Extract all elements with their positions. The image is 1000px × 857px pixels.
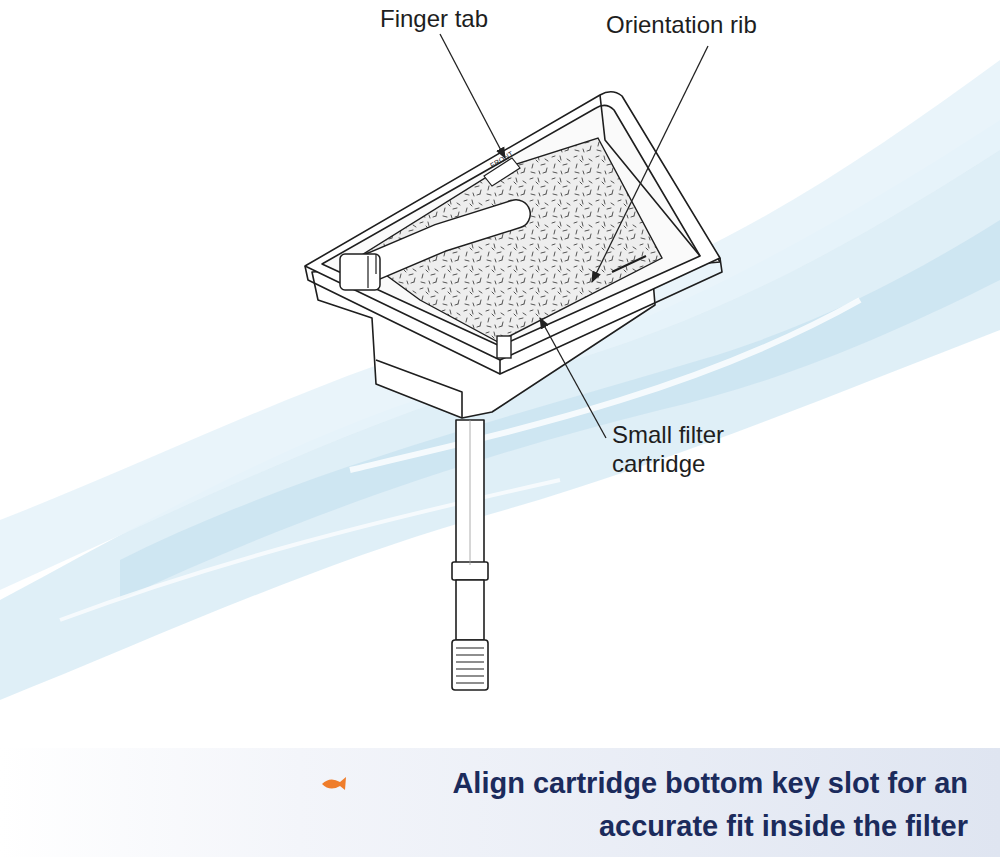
orientation-rib bbox=[612, 256, 646, 272]
cartridge-clip bbox=[497, 336, 511, 358]
water-background bbox=[0, 60, 1000, 700]
leader-line bbox=[440, 34, 708, 438]
part-label: Small filter cartridge bbox=[612, 420, 822, 478]
part-label: Orientation rib bbox=[606, 10, 826, 39]
outlet-arm bbox=[340, 214, 516, 290]
part-label: Finger tab bbox=[380, 4, 580, 33]
caption: Align cartridge bottom key slot for an a… bbox=[338, 762, 968, 848]
filter-housing bbox=[305, 92, 722, 690]
filter-cartridge bbox=[360, 138, 662, 342]
intake-strainer bbox=[456, 420, 484, 683]
fish-icon bbox=[322, 777, 346, 790]
